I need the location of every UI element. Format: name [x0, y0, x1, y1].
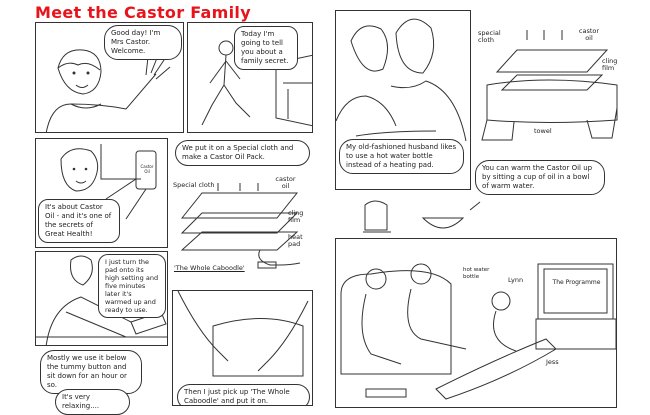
- panel-put-on: Then I just pick up 'The Whole Caboodle'…: [172, 290, 313, 406]
- label-lynn: Lynn: [508, 276, 524, 284]
- label-heat-pad: heat pad: [288, 233, 303, 248]
- label-jess: Jess: [546, 358, 559, 366]
- label-castor-oil: castor oil: [275, 175, 296, 190]
- label-hot-water-bottle: hot water bottle: [463, 267, 490, 280]
- speech-bubble-secret: Today I'm going to tell you about a fami…: [234, 26, 298, 70]
- family-watching-tv-drawing: [340, 263, 616, 400]
- label-towel: towel: [534, 127, 552, 135]
- speech-bubble-heat-pad: I just turn the pad onto its high settin…: [98, 254, 166, 318]
- woman-waving-drawing: [45, 49, 171, 132]
- bottle-label: Castor Oil: [140, 164, 154, 174]
- speech-bubble-husband: My old-fashioned husband likes to use a …: [339, 139, 464, 174]
- speech-bubble-usage: Mostly we use it below the tummy button …: [40, 350, 142, 394]
- woman-with-bottle-drawing: [60, 144, 157, 220]
- panel-greeting: Good day! I'm Mrs Castor. Welcome.: [35, 22, 184, 133]
- speech-bubble-pack: We put it on a Special cloth and make a …: [175, 140, 310, 166]
- page-title: Meet the Castor Family: [35, 3, 251, 22]
- speech-bubble-warming: You can warm the Castor Oil up by sittin…: [475, 160, 605, 195]
- speech-bubble-relaxing: It's very relaxing....: [55, 389, 130, 415]
- woman-at-table-drawing: [36, 255, 167, 345]
- panel-castor-oil: Castor Oil It's about Castor Oil - and i…: [35, 138, 168, 248]
- label-cling-film: cling film: [288, 209, 304, 224]
- label-special-cloth: Special cloth: [173, 181, 215, 189]
- label-castor-oil-2: castor oil: [578, 27, 600, 42]
- towel-pack-diagram: special cloth castor oil cling film towe…: [472, 10, 632, 145]
- panel-secret: Today I'm going to tell you about a fami…: [187, 22, 313, 133]
- panel-family-tv: The Programme hot water bottle Lynn Jess: [335, 238, 617, 408]
- panel-husband: My old-fashioned husband likes to use a …: [335, 10, 471, 190]
- label-cling-film-2: cling film: [602, 57, 618, 72]
- caption-whole-caboodle: 'The Whole Caboodle': [174, 264, 245, 272]
- couple-drawing: [336, 18, 467, 142]
- tv-screen-text: The Programme: [552, 279, 601, 286]
- panel-heat-pad: I just turn the pad onto its high settin…: [35, 251, 168, 346]
- speech-bubble-greeting: Good day! I'm Mrs Castor. Welcome.: [104, 25, 182, 60]
- speech-bubble-castor-oil: It's about Castor Oil - and it's one of …: [38, 199, 120, 243]
- label-special-cloth-2: special cloth: [478, 29, 501, 44]
- speech-bubble-put-on: Then I just pick up 'The Whole Caboodle'…: [177, 384, 310, 405]
- castor-oil-pack-diagram: We put it on a Special cloth and make a …: [170, 138, 315, 278]
- placing-pack-drawing: [177, 291, 309, 377]
